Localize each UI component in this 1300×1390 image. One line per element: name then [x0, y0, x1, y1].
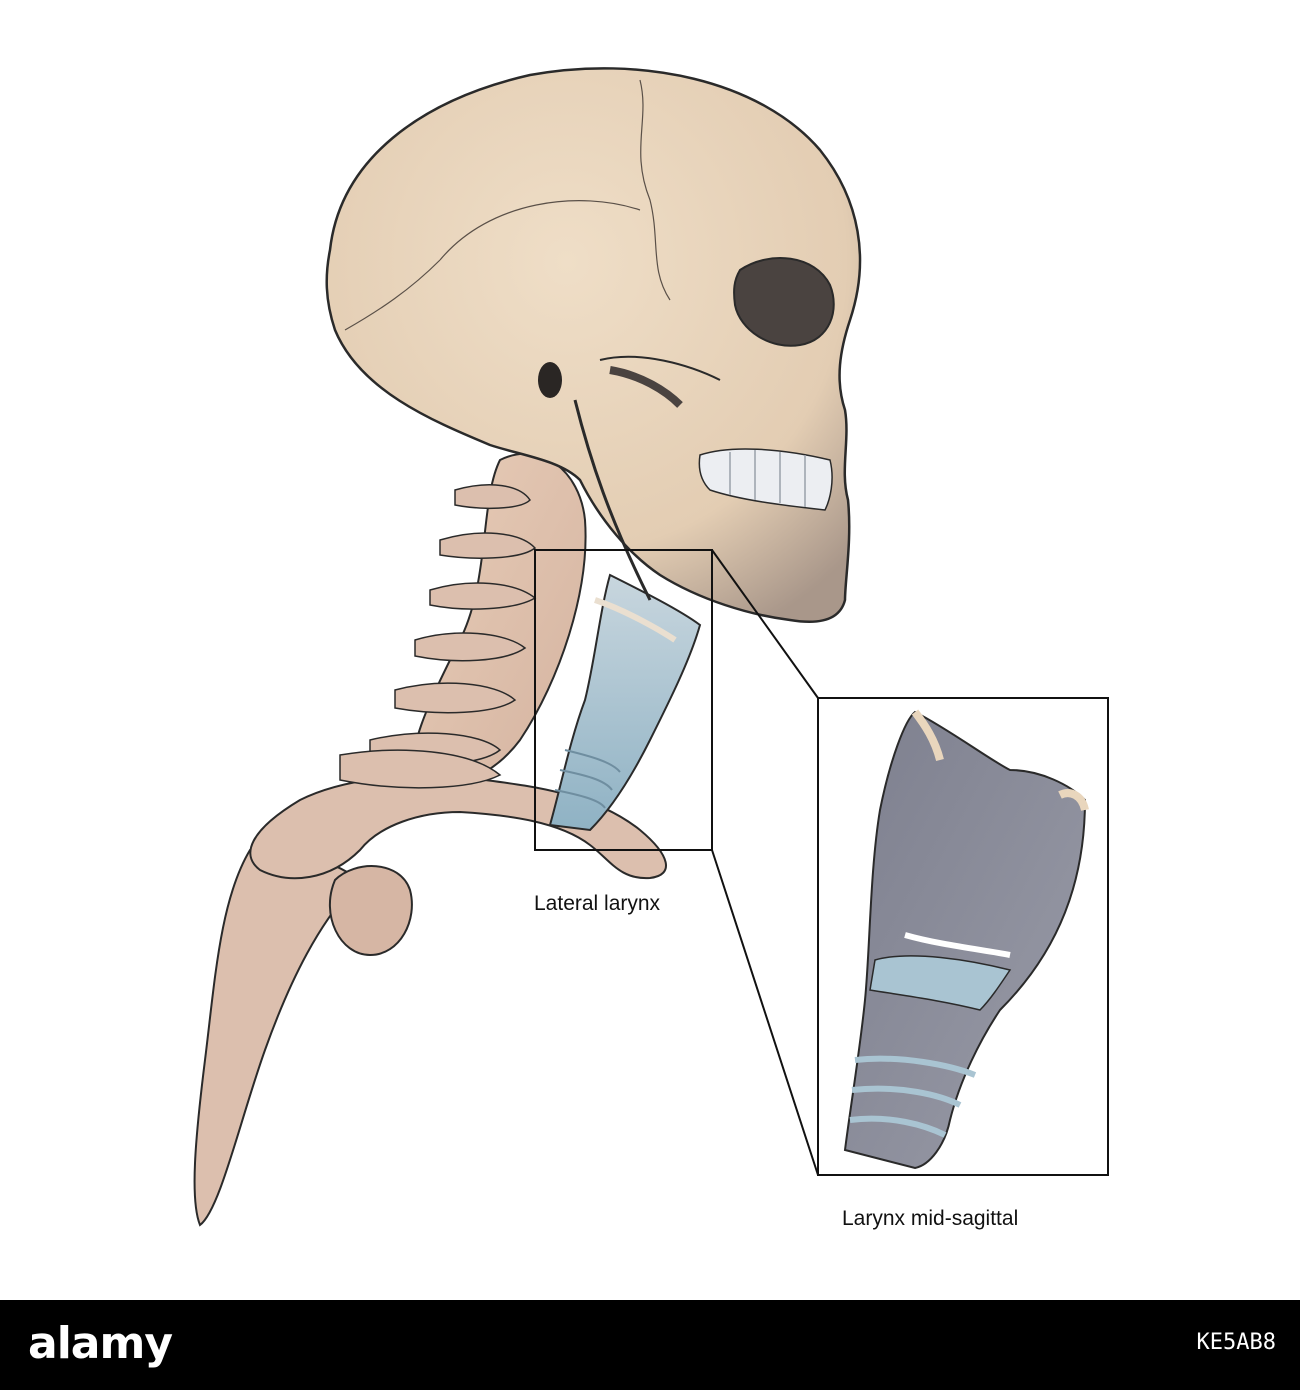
larynx-lateral: [548, 573, 702, 832]
cervical-spine: [339, 452, 587, 789]
larynx-mid-sagittal-inset: [817, 697, 1109, 1176]
watermark-footer: alamy KE5AB8: [0, 1300, 1300, 1390]
skull: [325, 67, 862, 624]
zoom-box-lateral: [534, 549, 819, 1176]
larynx-mid-sagittal-label: Larynx mid-sagittal: [842, 1207, 1019, 1230]
image-id: KE5AB8: [1196, 1330, 1276, 1355]
scapula: [193, 774, 667, 1227]
lateral-larynx-label: Lateral larynx: [534, 892, 661, 915]
brand-logo: alamy: [28, 1318, 173, 1369]
anatomy-illustration: [193, 67, 1109, 1227]
